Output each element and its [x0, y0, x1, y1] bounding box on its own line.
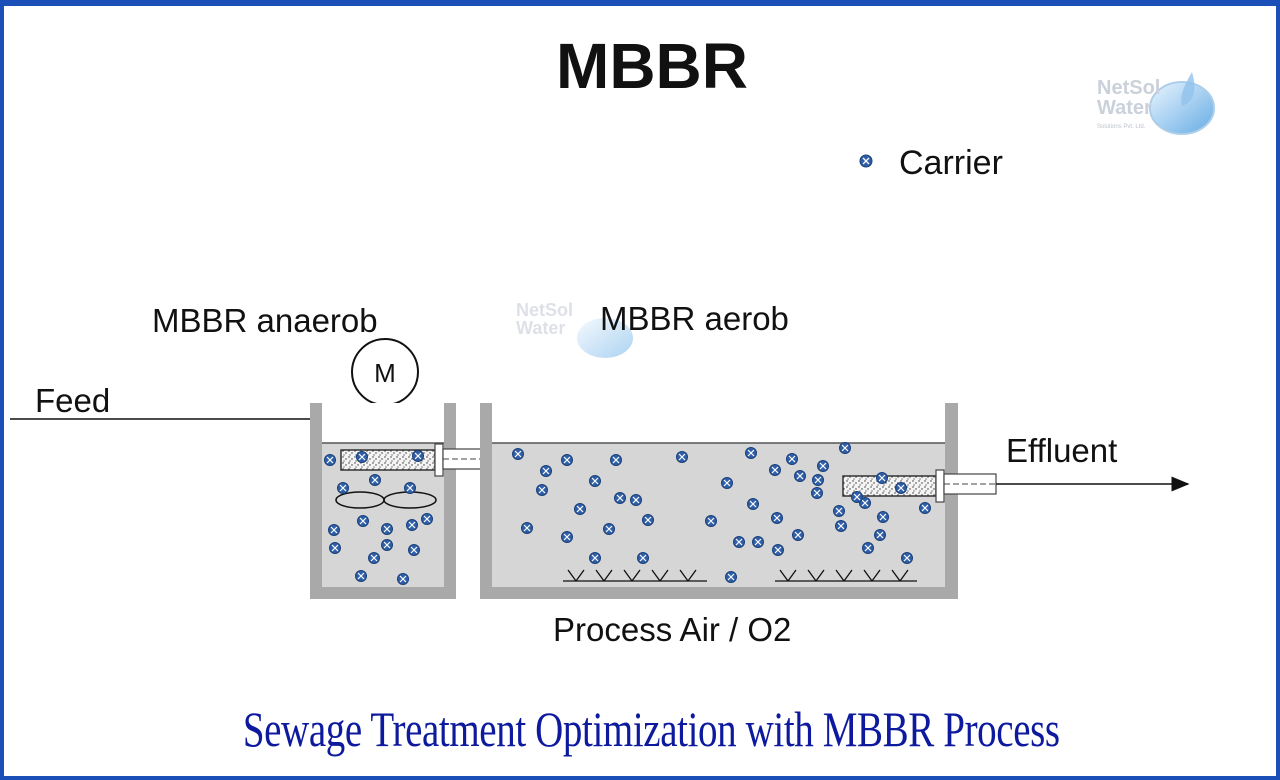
carrier-pellet [769, 464, 781, 476]
carrier-pellet [747, 498, 759, 510]
carrier-pellet [859, 497, 871, 509]
watermark-line2: Water [516, 318, 565, 338]
carrier-pellet [355, 570, 367, 582]
label-aerob: MBBR aerob [600, 300, 789, 337]
carrier-pellet [324, 454, 336, 466]
label-effluent: Effluent [1006, 432, 1117, 469]
carrier-pellet [772, 544, 784, 556]
carrier-pellet [381, 523, 393, 535]
label-anaerob: MBBR anaerob [152, 302, 378, 339]
carrier-pellet [412, 450, 424, 462]
carrier-pellet [705, 515, 717, 527]
carrier-pellet [614, 492, 626, 504]
carrier-pellet [397, 573, 409, 585]
carrier-pellet [851, 491, 863, 503]
carrier-pellet [874, 529, 886, 541]
carrier-pellet [337, 482, 349, 494]
logo-line1: NetSol [1097, 77, 1160, 99]
carrier-pellet [811, 487, 823, 499]
carrier-pellet [771, 512, 783, 524]
watermark-line1: NetSol [516, 300, 573, 320]
carrier-pellet [328, 524, 340, 536]
carrier-pellet [794, 470, 806, 482]
carrier-pellet [589, 475, 601, 487]
page-caption: Sewage Treatment Optimization with MBBR … [242, 701, 1060, 757]
carrier-pellet [877, 511, 889, 523]
effluent-pipe [935, 469, 1190, 503]
carrier-pellet [369, 474, 381, 486]
carrier-pellet [745, 447, 757, 459]
carrier-pellet [574, 503, 586, 515]
carrier-pellet [589, 552, 601, 564]
carrier-pellet [642, 514, 654, 526]
carrier-pellet [561, 454, 573, 466]
carrier-pellet [329, 542, 341, 554]
carrier-pellet [368, 552, 380, 564]
legend-carrier-label: Carrier [899, 144, 1003, 182]
carrier-pellet [876, 472, 888, 484]
carrier-pellet [408, 544, 420, 556]
aerobic-tank [480, 403, 958, 599]
label-process-air: Process Air / O2 [553, 611, 791, 648]
carrier-pellet [725, 571, 737, 583]
carrier-pellet [637, 552, 649, 564]
carrier-pellet [812, 474, 824, 486]
carrier-pellet [421, 513, 433, 525]
carrier-pellet [835, 520, 847, 532]
carrier-pellet [833, 505, 845, 517]
netsol-logo: NetSol Water Solutions Pvt. Ltd. [1097, 72, 1215, 135]
carrier-pellet [862, 542, 874, 554]
carrier-pellet [786, 453, 798, 465]
carriers [324, 442, 931, 585]
logo-line2: Water [1097, 97, 1152, 119]
air-diffusers [563, 569, 917, 582]
mbbr-diagram: MBBR NetSol Water Solutions Pvt. Ltd. Ca… [10, 30, 1215, 648]
carrier-pellet [512, 448, 524, 460]
carrier-pellet [404, 482, 416, 494]
carrier-pellet [895, 482, 907, 494]
legend-carrier: Carrier [859, 144, 1003, 182]
carrier-pellet [630, 494, 642, 506]
label-feed: Feed [35, 382, 110, 419]
watermark-logo: NetSol Water [516, 300, 633, 358]
carrier-pellet [721, 477, 733, 489]
carrier-pellet [381, 539, 393, 551]
carrier-pellet [919, 502, 931, 514]
carrier-pellet [603, 523, 615, 535]
carrier-pellet [733, 536, 745, 548]
motor-label: M [374, 358, 396, 388]
carrier-pellet [406, 519, 418, 531]
carrier-pellet [752, 536, 764, 548]
carrier-legend-icon [859, 154, 873, 168]
carrier-pellet [521, 522, 533, 534]
anaerobic-tank [310, 403, 456, 599]
carrier-pellet [839, 442, 851, 454]
carrier-pellet [901, 552, 913, 564]
logo-tagline: Solutions Pvt. Ltd. [1097, 124, 1146, 130]
carrier-pellet [356, 451, 368, 463]
carrier-pellet [561, 531, 573, 543]
carrier-pellet [610, 454, 622, 466]
carrier-pellet [536, 484, 548, 496]
carrier-pellet [540, 465, 552, 477]
carrier-pellet [817, 460, 829, 472]
carrier-pellet [357, 515, 369, 527]
carrier-pellet [676, 451, 688, 463]
carrier-pellet [792, 529, 804, 541]
page-title: MBBR [556, 30, 748, 102]
